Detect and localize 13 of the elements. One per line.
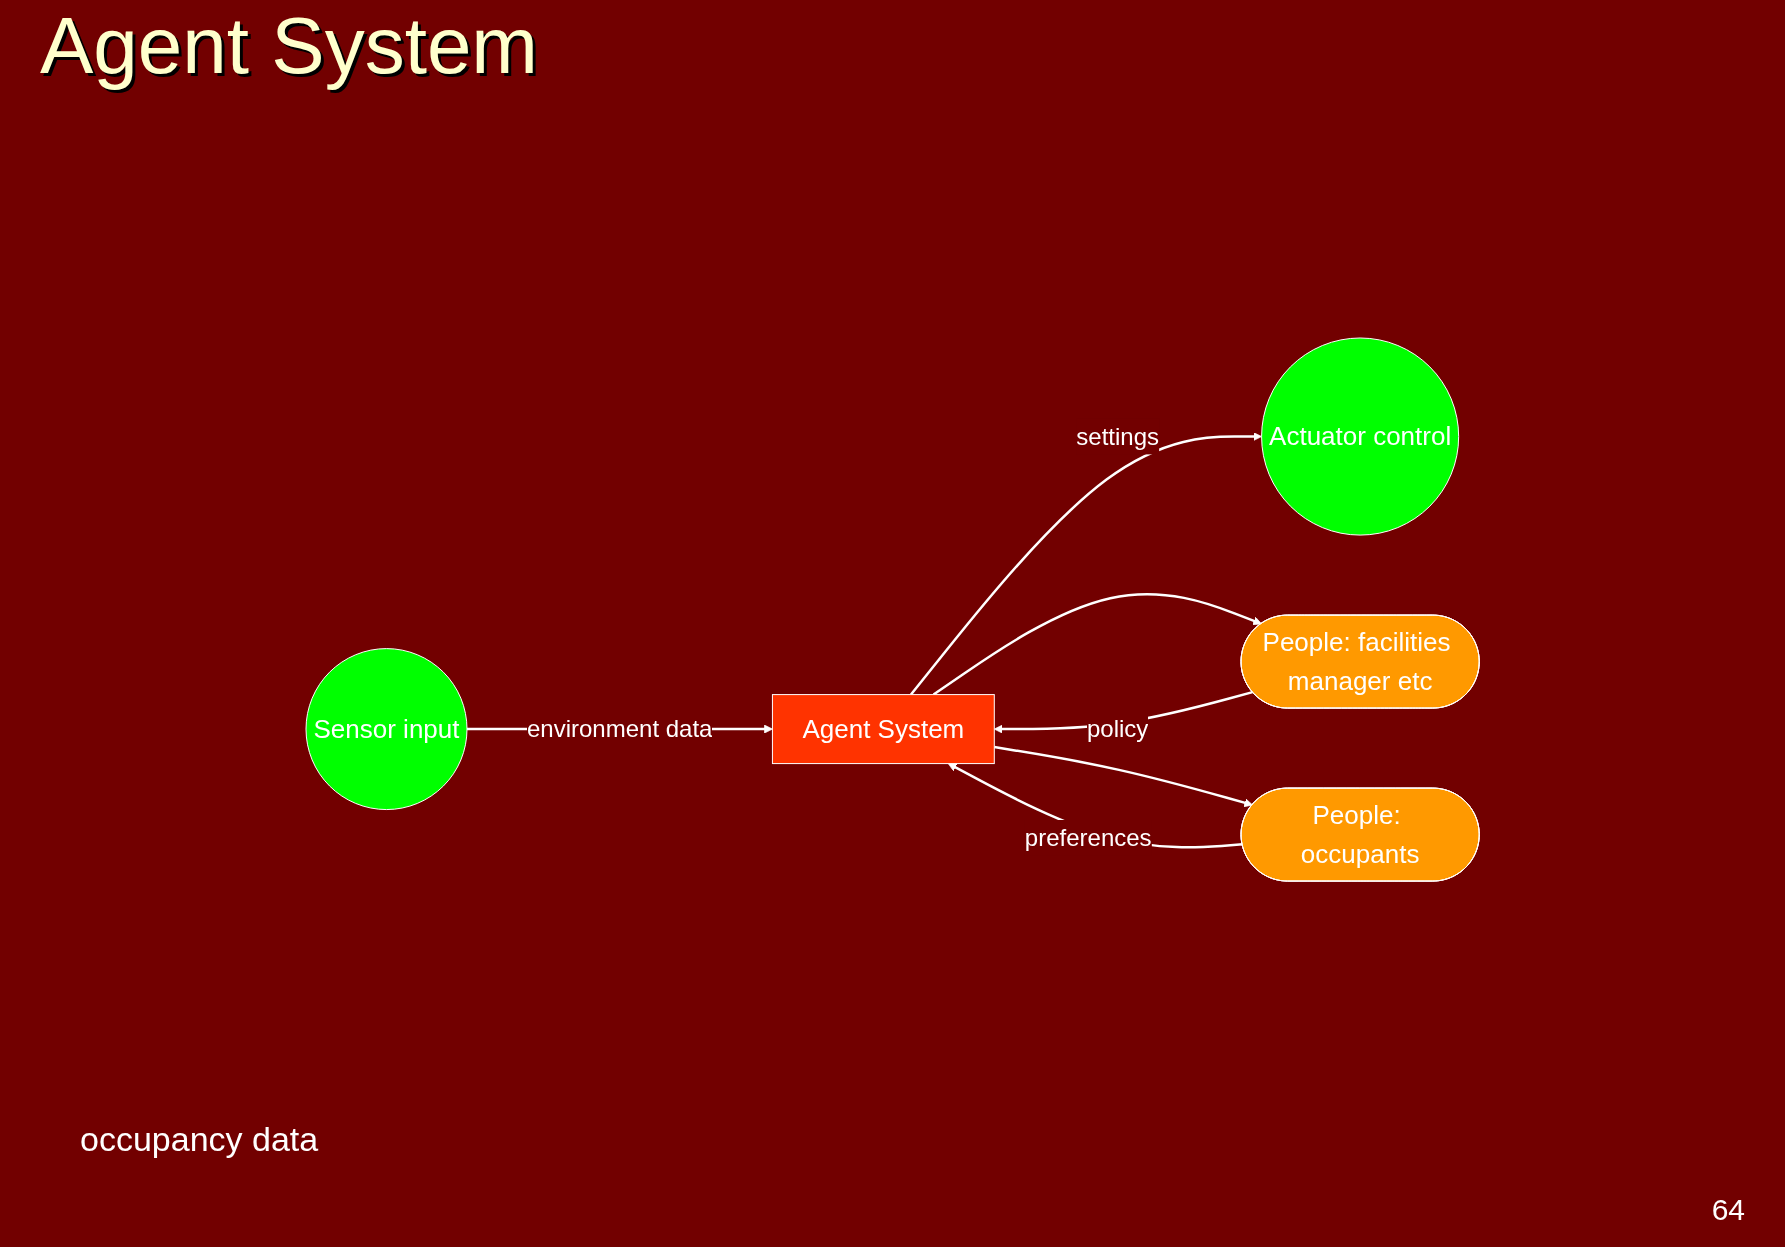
edge-label: settings (1076, 423, 1159, 450)
node-box: Agent System (771, 694, 995, 765)
page-number: 64 (1711, 1193, 1745, 1227)
edge-note: occupancy data (80, 1120, 319, 1159)
arrow (909, 432, 1262, 696)
edge-label: policy (1086, 715, 1149, 743)
arrow (993, 746, 1253, 808)
node-circle: Sensor input (305, 648, 468, 811)
edge-label: environment data (526, 715, 713, 743)
arrow (932, 593, 1262, 697)
node-circle: Actuator control (1260, 337, 1460, 537)
edge-label: preferences (1024, 824, 1152, 852)
slide-title: Agent System (40, 0, 538, 92)
